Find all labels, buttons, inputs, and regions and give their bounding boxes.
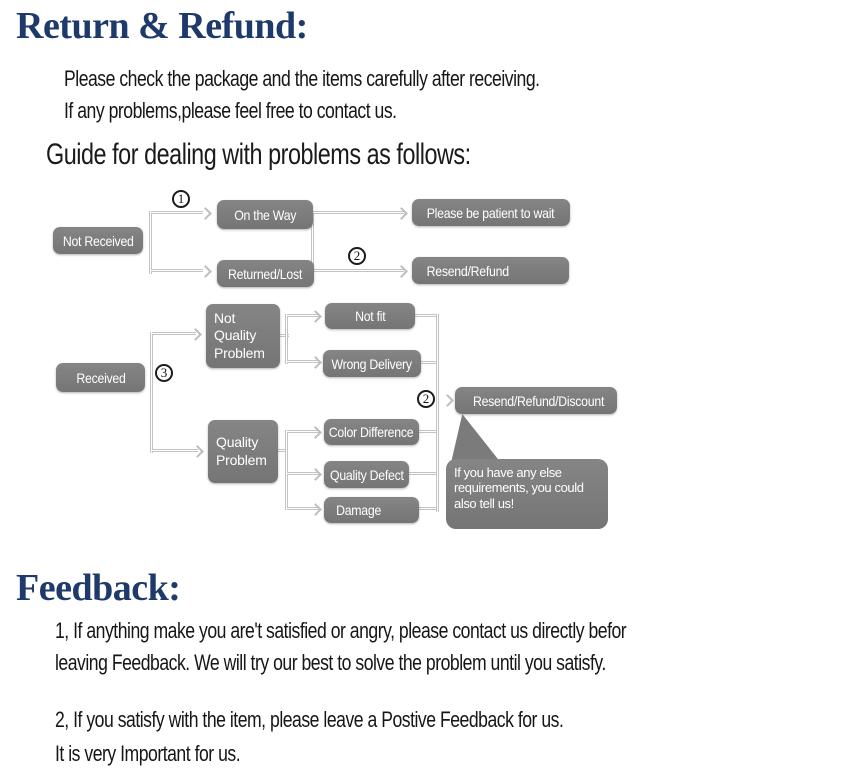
connector-line [287,360,319,363]
node-on-the-way-label: On the Way [234,206,296,223]
node-not-fit: Not fit [325,303,415,329]
connector-line [280,334,289,337]
feedback-para1-line2: leaving Feedback. We will try our best t… [55,650,606,675]
node-not-received-label: Not Received [62,232,134,249]
arrow-right-icon [395,207,408,220]
connector-line [419,430,436,433]
connector-line [287,507,319,510]
connector-line [287,430,319,433]
connector-line [313,269,404,272]
page-title: Return & Refund: [16,5,308,47]
node-not-received: Not Received [53,227,143,254]
note-bubble-line: requirements, you could [454,480,584,496]
connector-line [149,211,152,274]
node-resend-refund-discount-label: Resend/Refund/Discount [472,392,605,409]
node-received-label: Received [75,369,126,386]
feedback-para2-line2: It is very Important for us. [55,741,241,766]
arrow-right-icon [441,394,454,407]
node-please-wait-label: Please be patient to wait [427,204,555,221]
node-resend-refund: Resend/Refund [412,257,569,284]
node-not-quality-problem-label: Not Quality Problem [214,310,265,361]
connector-line [436,314,439,512]
arrow-right-icon [309,426,322,439]
step-2-badge: 2 [348,247,366,265]
connector-line [278,449,287,452]
node-resend-refund-label: Resend/Refund [426,262,509,279]
step-3-badge: 3 [155,364,173,382]
feedback-para1-line1: 1, If anything make you are't satisfied … [55,618,627,643]
speech-bubble-tail [451,414,498,463]
node-returned-lost: Returned/Lost [217,260,314,287]
node-quality-problem: Quality Problem [208,420,278,483]
intro-line-1: Please check the package and the items c… [64,66,540,91]
node-color-difference-label: Color Difference [329,424,414,440]
note-bubble: If you have any else requirements, you c… [446,459,608,529]
node-returned-lost-label: Returned/Lost [228,265,303,282]
guide-heading: Guide for dealing with problems as follo… [46,138,471,171]
arrow-right-icon [309,503,322,516]
node-damage-label: Damage [336,502,382,518]
node-received: Received [56,363,145,392]
step-2-badge: 2 [417,390,435,408]
connector-line [152,449,198,452]
node-quality-defect: Quality Defect [324,461,409,488]
node-color-difference: Color Difference [324,419,419,445]
note-bubble-line: If you have any else [454,465,562,480]
arrow-right-icon [309,468,322,481]
connector-line [415,314,436,317]
connector-line [152,332,196,335]
connector-line [311,214,314,273]
node-quality-defect-label: Quality Defect [329,466,404,483]
node-wrong-delivery-label: Wrong Delivery [331,355,413,372]
arrow-right-icon [199,207,212,220]
connector-line [150,332,153,453]
feedback-title: Feedback: [16,567,181,609]
node-damage: Damage [324,497,419,523]
node-quality-problem-label: Quality Problem [216,434,267,468]
arrow-right-icon [191,445,204,458]
connector-line [313,211,404,214]
connector-line [409,472,436,475]
node-not-fit-label: Not fit [354,308,386,324]
arrow-right-icon [395,265,408,278]
intro-line-2: If any problems,please feel free to cont… [64,98,397,123]
arrow-right-icon [309,310,322,323]
arrow-right-icon [309,356,322,369]
note-bubble-line: also tell us! [454,495,514,511]
node-resend-refund-discount: Resend/Refund/Discount [455,387,617,414]
connector-line [151,269,203,272]
arrow-right-icon [199,265,212,278]
arrow-right-icon [189,328,202,341]
step-1-badge: 1 [172,190,190,208]
feedback-para2-line1: 2, If you satisfy with the item, please … [55,707,564,732]
connector-line [151,211,203,214]
connector-line [287,472,319,475]
node-please-wait: Please be patient to wait [412,199,570,226]
node-on-the-way: On the Way [217,200,313,229]
node-wrong-delivery: Wrong Delivery [323,350,421,377]
connector-line [285,314,288,364]
connector-line [421,361,436,364]
connector-line [287,314,319,317]
node-not-quality-problem: Not Quality Problem [206,304,280,368]
connector-line [419,507,436,510]
connector-line [285,430,288,510]
